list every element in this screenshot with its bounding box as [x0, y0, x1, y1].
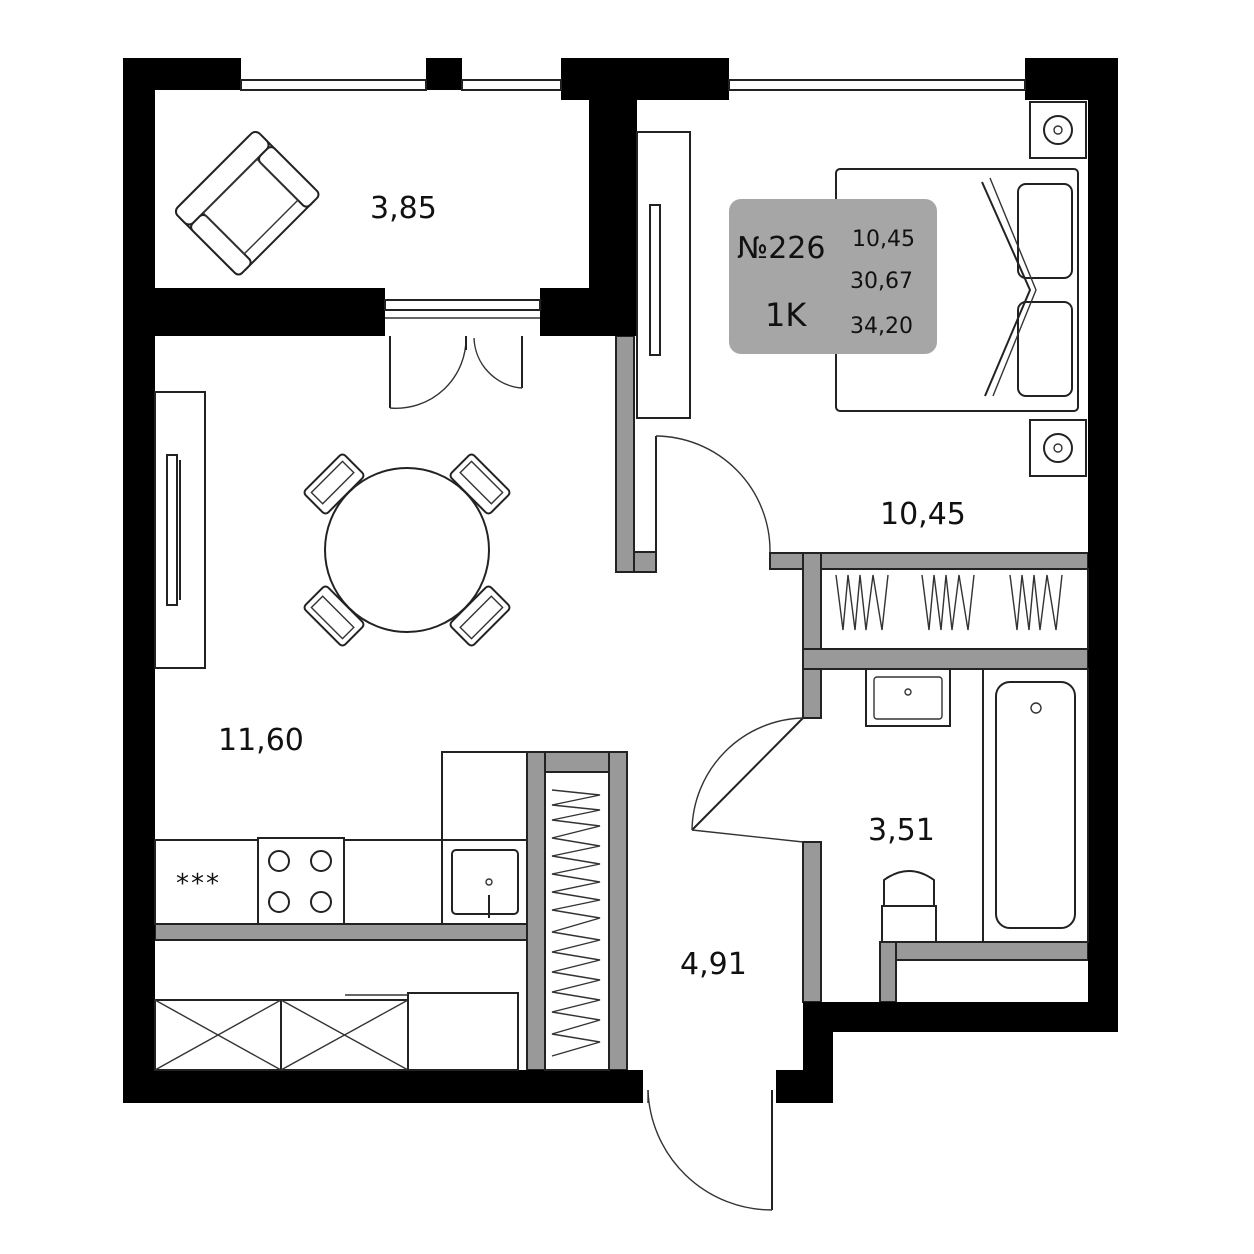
dining-table — [303, 453, 511, 647]
hallway-area-label: 4,91 — [680, 947, 747, 982]
entry-door — [647, 1089, 773, 1211]
area-living: 10,45 — [852, 227, 915, 252]
hallway-wardrobe — [544, 771, 610, 1071]
partitions — [154, 335, 1089, 1071]
bedroom-area-label: 10,45 — [880, 497, 966, 532]
balcony-door — [389, 335, 523, 409]
apartment-type: 1K — [765, 296, 807, 334]
bathroom-area-label: 3,51 — [868, 813, 935, 848]
area-with-balcony: 34,20 — [850, 314, 913, 339]
windows — [240, 79, 1026, 319]
apartment-number: №226 — [737, 231, 825, 266]
room-labels: 3,85 11,60 10,45 3,51 4,91 — [218, 191, 966, 982]
outer-walls — [123, 58, 1118, 1103]
appliance-marking: *** — [176, 869, 221, 899]
balcony-area-label: 3,85 — [370, 191, 437, 226]
kitchen: *** — [154, 751, 528, 1071]
apartment-badge: №226 1K 10,45 30,67 34,20 — [729, 199, 937, 354]
tv-unit — [154, 391, 206, 669]
area-total: 30,67 — [850, 269, 913, 294]
living-area-label: 11,60 — [218, 723, 304, 758]
bathroom-fixtures — [691, 668, 1089, 943]
armchair-icon — [174, 130, 320, 276]
